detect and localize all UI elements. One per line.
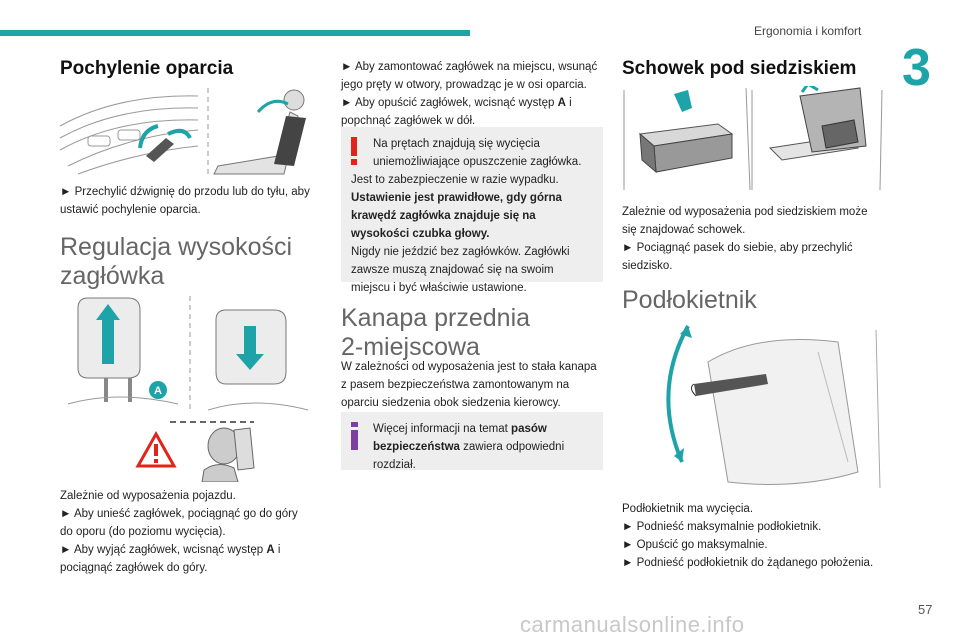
section-title: Ergonomia i komfort	[754, 24, 862, 38]
page-number: 57	[918, 602, 933, 617]
info-text: Więcej informacji na temat pasów bezpiec…	[351, 420, 593, 474]
armrest-illustration	[666, 325, 881, 489]
text-bold: pasów bezpieczeństwa	[373, 423, 547, 453]
warning-text-bold: Ustawienie jest prawidłowe, gdy górna kr…	[351, 192, 562, 240]
backrest-instruction: ► Przechylić dźwignię do przodu lub do t…	[60, 186, 310, 216]
headrest-install-text: ► Aby zamontować zagłówek na miejscu, ws…	[341, 58, 603, 130]
text: i pociągnąć zagłówek do góry.	[60, 544, 281, 574]
label-a: A	[154, 385, 162, 397]
heading-line: zagłówka	[60, 261, 165, 290]
heading-front-bench: Kanapa przednia 2-miejscowa	[341, 304, 530, 362]
heading-line: 2-miejscowa	[341, 332, 480, 361]
paragraph: Podłokietnik ma wycięcia.	[622, 503, 754, 515]
heading-backrest-tilt: Pochylenie oparcia	[60, 58, 234, 79]
heading-under-seat-storage: Schowek pod siedziskiem	[622, 58, 857, 79]
paragraph: ► Aby opuścić zagłówek, wcisnąć występ A…	[341, 94, 603, 130]
heading-headrest-height: Regulacja wysokości zagłówka	[60, 233, 292, 291]
under-seat-storage-illustration	[623, 86, 883, 191]
watermark: carmanualsonline.info	[520, 612, 745, 637]
text: i popchnąć zagłówek w dół.	[341, 97, 572, 127]
paragraph: ► Podnieść maksymalnie podłokietnik.	[622, 521, 822, 533]
text: ► Aby opuścić zagłówek, wcisnąć występ	[341, 97, 558, 109]
text: Więcej informacji na temat	[373, 423, 512, 435]
warning-icon	[351, 137, 357, 165]
heading-armrest: Podłokietnik	[622, 286, 757, 314]
paragraph: Zależnie od wyposażenia pod siedziskiem …	[622, 206, 868, 236]
paragraph: ► Pociągnąć pasek do siebie, aby przechy…	[622, 242, 853, 272]
warning-box: Na prętach znajdują się wycięcia uniemoż…	[341, 127, 603, 294]
under-seat-storage-text: Zależnie od wyposażenia pod siedziskiem …	[622, 203, 884, 275]
info-box: Więcej informacji na temat pasów bezpiec…	[341, 412, 603, 471]
paragraph: ► Aby wyjąć zagłówek, wcisnąć występ A i…	[60, 541, 312, 577]
chapter-number: 3	[902, 39, 931, 97]
text-bold: A	[557, 97, 566, 109]
paragraph: ► Opuścić go maksymalnie.	[622, 539, 768, 551]
front-bench-text: W zależności od wyposażenia jest to stał…	[341, 361, 597, 409]
header-accent-bar	[0, 30, 470, 36]
warning-text: Na prętach znajdują się wycięcia uniemoż…	[373, 138, 582, 168]
paragraph: ► Aby unieść zagłówek, pociągnąć go do g…	[60, 508, 298, 538]
paragraph: Zależnie od wyposażenia pojazdu.	[60, 490, 236, 502]
heading-line: Kanapa przednia	[341, 304, 531, 332]
headrest-height-illustration: A	[67, 296, 309, 482]
heading-line: Regulacja wysokości	[60, 233, 293, 261]
paragraph: ► Podnieść podłokietnik do żądanego poło…	[622, 557, 874, 569]
text-bold: A	[266, 544, 275, 556]
warning-text: Jest to zabezpieczenie w razie wypadku.	[351, 174, 559, 186]
warning-text: Nigdy nie jeździć bez zagłówków. Zagłówk…	[351, 246, 570, 294]
paragraph: ► Aby zamontować zagłówek na miejscu, ws…	[341, 61, 598, 91]
text: zawiera odpowiedni rozdział.	[373, 441, 565, 471]
armrest-text: Podłokietnik ma wycięcia. ► Podnieść mak…	[622, 500, 884, 572]
headrest-height-text: Zależnie od wyposażenia pojazdu. ► Aby u…	[60, 487, 312, 577]
text: ► Aby wyjąć zagłówek, wcisnąć występ	[60, 544, 267, 556]
backrest-lever-illustration	[59, 88, 306, 175]
info-icon	[351, 422, 358, 450]
